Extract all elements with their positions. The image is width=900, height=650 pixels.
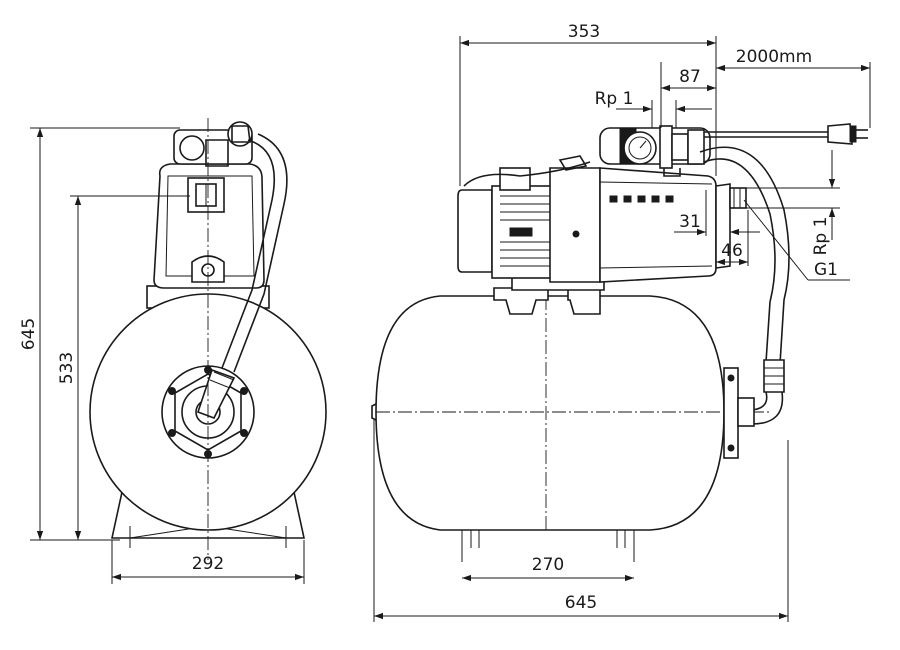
dim-side-rp1-top: Rp 1 (595, 89, 712, 128)
label-side-645: 645 (565, 593, 597, 613)
side-tank (375, 295, 725, 531)
side-pump-body (599, 167, 747, 283)
dim-side-87: 87 (660, 62, 716, 128)
dim-side-353: 353 (459, 22, 717, 186)
dim-front-645: 645 (19, 127, 180, 541)
dim-side-270: 270 (462, 555, 634, 582)
side-view: 353 2000mm 87 Rp 1 31 (371, 22, 871, 622)
dim-side-g1: G1 (743, 199, 850, 281)
dim-side-645: 645 (373, 420, 789, 622)
dim-side-46: 46 (716, 210, 749, 266)
label-side-g1: G1 (814, 260, 838, 280)
label-side-353: 353 (568, 22, 600, 42)
side-inlet-flange (723, 367, 755, 459)
side-pressure-switch (599, 125, 711, 177)
label-side-rp1-top: Rp 1 (595, 89, 634, 109)
front-pump-housing (153, 163, 265, 289)
label-front-645: 645 (19, 318, 39, 350)
label-front-292: 292 (192, 554, 224, 574)
dim-front-533: 533 (57, 195, 190, 540)
dim-side-31: 31 (674, 190, 760, 236)
dim-side-rp1-right: Rp 1 (746, 150, 840, 255)
label-side-31: 31 (679, 212, 701, 232)
front-view: 645 533 292 (19, 118, 327, 584)
label-side-2000mm: 2000mm (736, 47, 812, 67)
label-side-46: 46 (721, 241, 743, 261)
label-side-87: 87 (679, 67, 701, 87)
label-side-rp1-right: Rp 1 (811, 217, 831, 256)
dim-front-292: 292 (111, 540, 305, 584)
front-pressure-switch (173, 121, 253, 167)
side-motor (457, 167, 601, 283)
front-hose (196, 133, 288, 420)
dim-side-2000mm: 2000mm (716, 47, 871, 128)
label-front-533: 533 (57, 352, 77, 384)
side-power-cable (704, 123, 868, 145)
label-side-270: 270 (532, 555, 564, 575)
